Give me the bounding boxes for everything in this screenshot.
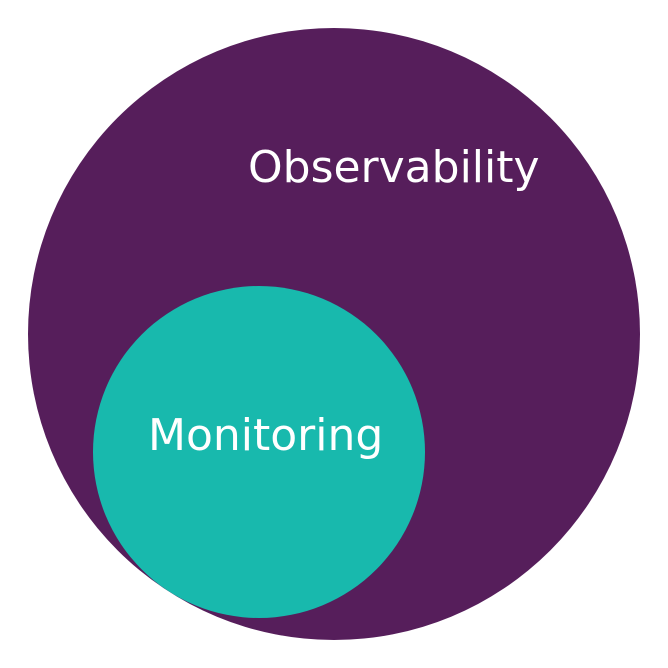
monitoring-circle xyxy=(93,286,425,618)
observability-label: Observability xyxy=(248,142,540,193)
monitoring-label: Monitoring xyxy=(148,410,383,461)
